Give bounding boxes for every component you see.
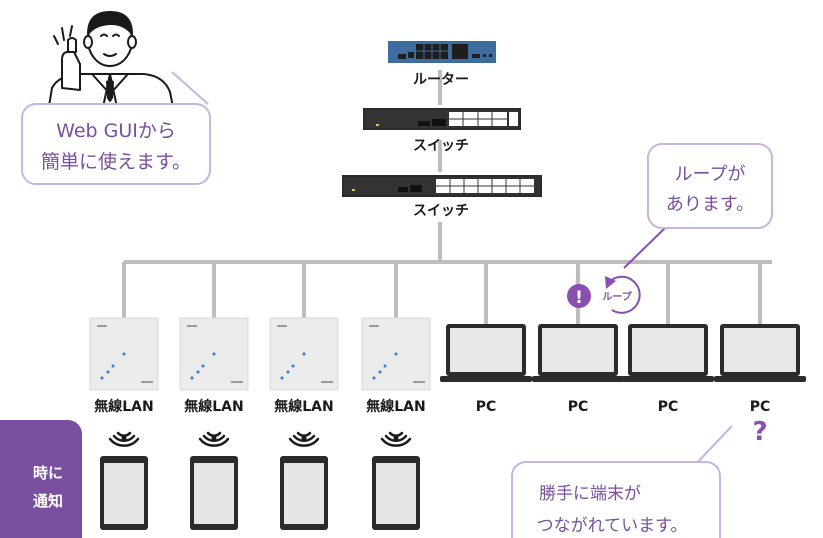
switch2-label: スイッチ [413, 203, 469, 219]
loop-bubble-line2: あります。 [666, 194, 754, 215]
pc-label-1: PC [476, 399, 497, 415]
notice-line2: 通知 [33, 492, 63, 510]
alert-mark: ! [575, 288, 583, 308]
ap-label-4: 無線LAN [366, 398, 425, 415]
network-lines [122, 70, 772, 324]
gui-bubble-line2: 簡単に使えます。 [41, 151, 191, 173]
person-thumbs-up-icon [47, 11, 175, 113]
pc-label-4: PC [750, 399, 771, 415]
gui-bubble-line1: Web GUIから [56, 120, 176, 142]
question-mark-icon: ? [752, 417, 767, 447]
tablet-device [280, 456, 328, 530]
wifi-icon [288, 431, 320, 447]
loop-bubble-line1: ループが [675, 164, 746, 185]
wifi-icon [380, 431, 412, 447]
notice-panel [0, 420, 82, 538]
access-point-3 [269, 317, 339, 391]
pc-laptop-3 [622, 324, 714, 382]
pc-label-2: PC [568, 399, 589, 415]
switch1-label: スイッチ [413, 138, 469, 154]
loop-arrow-icon [605, 275, 641, 314]
router-label: ルーター [413, 72, 469, 88]
pc-laptop-2 [532, 324, 624, 382]
unknown-device-speech-bubble [511, 425, 733, 538]
pc-label-3: PC [658, 399, 679, 415]
switch-device-2 [342, 175, 542, 197]
unknown-bubble-line1: 勝手に端末が [539, 484, 641, 504]
access-point-4 [361, 317, 431, 391]
gui-speech-bubble [21, 71, 211, 185]
tablet-device [190, 456, 238, 530]
alert-icon: ! [567, 284, 591, 308]
pc-laptop-1 [440, 324, 532, 382]
wifi-icon [108, 431, 140, 447]
ap-label-3: 無線LAN [274, 398, 333, 415]
access-point-1 [89, 317, 159, 391]
ap-label-1: 無線LAN [94, 398, 153, 415]
loop-speech-bubble [623, 143, 773, 269]
access-point-2 [179, 317, 249, 391]
tablet-device [372, 456, 420, 530]
ap-label-2: 無線LAN [184, 398, 243, 415]
wifi-icon [198, 431, 230, 447]
pc-laptop-4 [714, 324, 806, 382]
unknown-bubble-line2: つながれています。 [537, 516, 688, 536]
notice-line1: 時に [33, 464, 63, 482]
tablet-device [100, 456, 148, 530]
switch-device-1 [363, 108, 521, 130]
router-device [388, 41, 496, 63]
loop-label: ループ [602, 290, 632, 303]
